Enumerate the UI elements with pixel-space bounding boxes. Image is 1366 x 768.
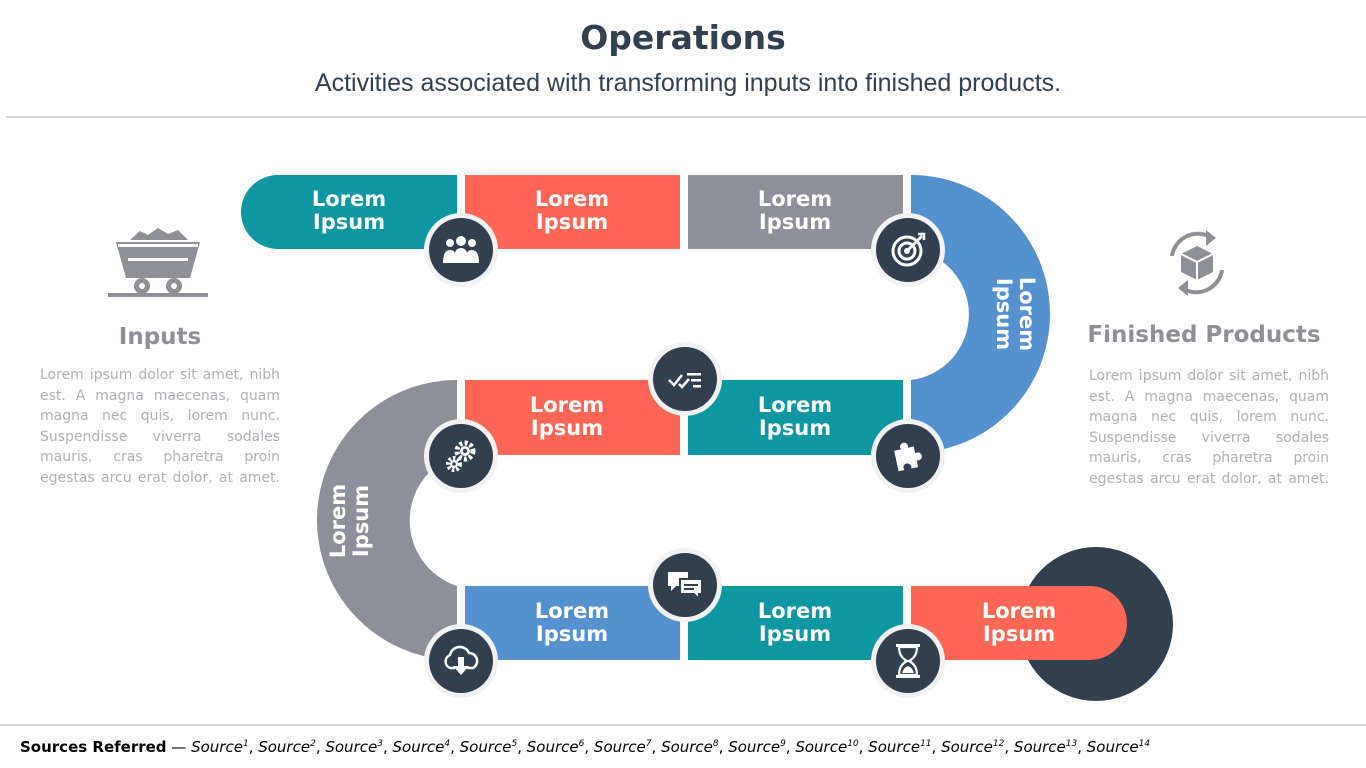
inputs-heading: Inputs	[118, 324, 202, 350]
source-item: Source3	[325, 738, 383, 756]
source-item: Source12	[941, 738, 1005, 756]
gears-badge	[424, 419, 498, 493]
finished-products-description: Lorem ipsum dolor sit amet, nibh est. A …	[1089, 368, 1329, 487]
source-item: Source6	[526, 738, 585, 756]
page-title: Operations	[580, 18, 786, 57]
hourglass-badge	[871, 624, 945, 698]
source-item: Source13	[1013, 738, 1078, 756]
checklist-icon	[668, 373, 701, 389]
header-divider	[6, 116, 1366, 118]
gears-icon	[446, 440, 476, 472]
sources-label: Sources Referred	[20, 738, 167, 756]
segment-8-shape	[465, 586, 680, 660]
puzzle-badge	[871, 419, 945, 493]
footer-divider	[0, 724, 1366, 726]
source-item: Source14	[1086, 738, 1151, 756]
cloud-download-badge	[424, 624, 498, 698]
source-item: Source7	[593, 738, 652, 756]
source-item: Source5	[459, 738, 518, 756]
puzzle-icon	[894, 442, 922, 472]
source-item: Source8	[661, 738, 719, 756]
target-icon	[891, 232, 926, 267]
segment-9-shape	[688, 586, 903, 660]
target-badge	[871, 213, 945, 287]
segment-2-shape	[465, 175, 680, 249]
segment-4-shape	[911, 175, 1050, 453]
source-item: Source9	[728, 738, 786, 756]
sources-footer: Sources Referred — Source1, Source2, Sou…	[20, 738, 1150, 756]
page-subtitle: Activities associated with transforming …	[314, 69, 1062, 97]
segment-6-shape	[465, 380, 680, 455]
source-item: Source11	[868, 738, 932, 756]
segment-7-shape	[317, 380, 457, 660]
hourglass-icon	[896, 644, 920, 678]
checklist-badge	[648, 342, 722, 416]
team-icon	[443, 236, 479, 263]
sources-separator: —	[166, 738, 192, 756]
team-badge	[424, 213, 498, 287]
source-item: Source1	[191, 738, 249, 756]
inputs-description: Lorem ipsum dolor sit amet, nibh est. A …	[40, 367, 280, 486]
box-cycle-icon	[1170, 230, 1224, 296]
source-item: Source2	[258, 738, 316, 756]
chat-badge	[648, 548, 722, 622]
source-item: Source4	[392, 738, 451, 756]
segment-10-shape	[911, 586, 1127, 660]
cloud-download-icon	[444, 645, 479, 675]
segment-1-shape	[241, 175, 457, 249]
finished-products-heading: Finished Products	[1087, 322, 1321, 348]
chat-icon	[668, 572, 703, 601]
segment-3-shape	[688, 175, 903, 249]
mine-cart-icon	[108, 228, 208, 297]
segment-5-shape	[688, 380, 903, 455]
sources-list: Source1, Source2, Source3, Source4, Sour…	[191, 738, 1151, 756]
source-item: Source10	[795, 738, 859, 756]
